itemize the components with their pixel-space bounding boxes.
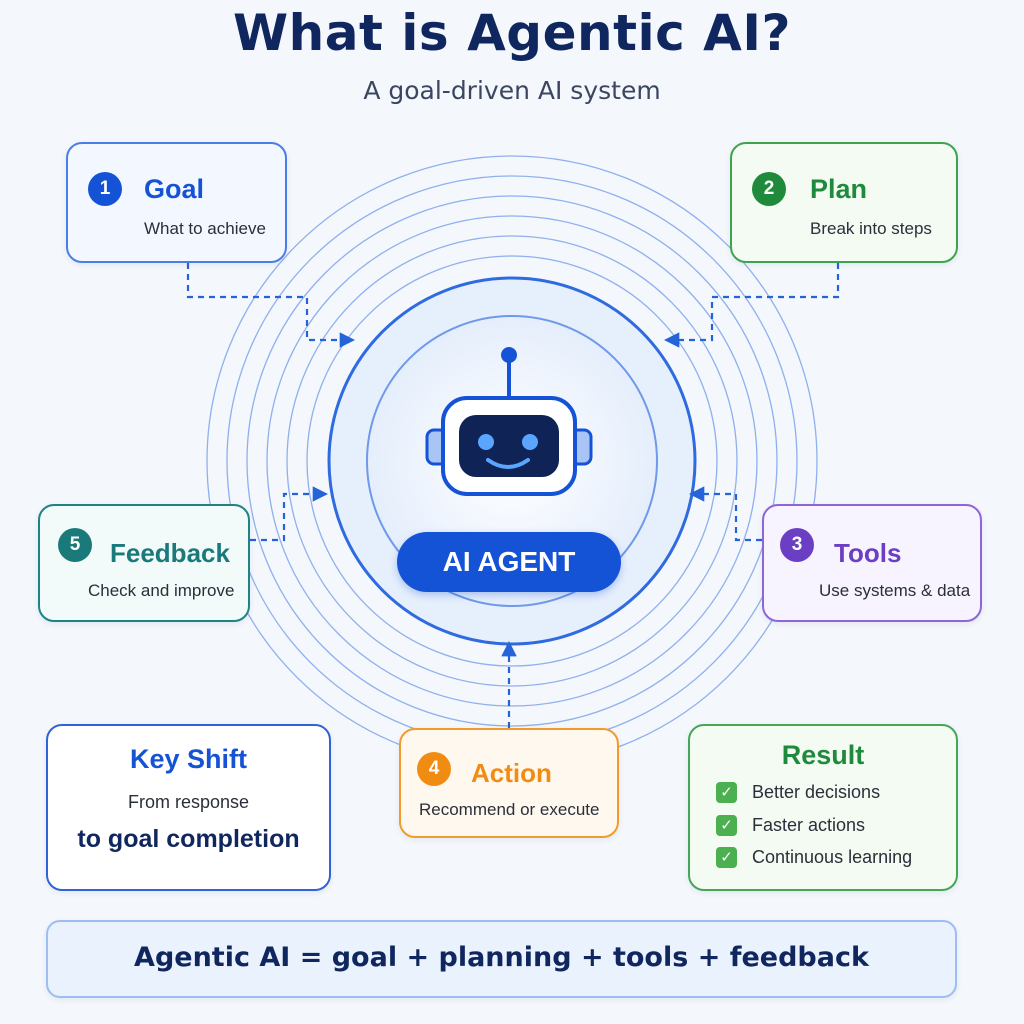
key-shift-line-2: to goal completion [77,825,300,853]
action-title: Action [471,758,552,788]
arrow-plan-to-agent [663,263,840,348]
robot-icon [425,347,593,496]
plan-title: Plan [810,174,868,204]
flow-arrows [186,263,840,728]
page-title: What is Agentic AI? [233,4,791,62]
formula-text: Agentic AI = goal + planning + tools + f… [134,942,869,973]
page-subtitle: A goal-driven AI system [363,76,661,105]
plan-description: Break into steps [810,219,932,238]
tools-description: Use systems & data [819,581,971,600]
plan-number-badge: 2 [752,172,786,206]
arrow-feedback-to-agent [250,486,329,542]
checkbox-icon: ✓ [716,847,737,868]
goal-description: What to achieve [144,219,266,238]
ai-agent-label: AI AGENT [397,532,621,592]
arrow-tools-to-agent [688,486,762,542]
key-shift-title: Key Shift [129,744,248,774]
goal-card: 1 Goal What to achieve [66,142,287,263]
result-item-label: Continuous learning [752,847,913,867]
feedback-description: Check and improve [88,581,235,600]
feedback-number-badge: 5 [58,528,92,562]
tools-title: Tools [834,538,902,568]
goal-title: Goal [144,174,205,204]
formula-banner: Agentic AI = goal + planning + tools + f… [46,920,957,998]
feedback-card: 5 Feedback Check and improve [38,504,250,622]
key-shift-card: Key Shift From response to goal completi… [46,724,331,891]
action-description: Recommend or execute [419,800,600,819]
goal-number-badge: 1 [88,172,122,206]
feedback-title: Feedback [110,538,230,568]
result-item-label: Better decisions [752,782,881,802]
tools-card: 3 Tools Use systems & data [762,504,982,622]
checkbox-icon: ✓ [716,815,737,836]
action-number-badge: 4 [417,752,451,786]
key-shift-line-1: From response [127,792,250,812]
action-card: 4 Action Recommend or execute [399,728,619,838]
tools-number-badge: 3 [780,528,814,562]
arrow-goal-to-agent [186,263,356,348]
checkbox-icon: ✓ [716,782,737,803]
result-title: Result [781,740,865,770]
plan-card: 2 Plan Break into steps [730,142,958,263]
result-card: Result ✓ Better decisions ✓ Faster actio… [688,724,958,891]
result-item-label: Faster actions [752,815,866,835]
